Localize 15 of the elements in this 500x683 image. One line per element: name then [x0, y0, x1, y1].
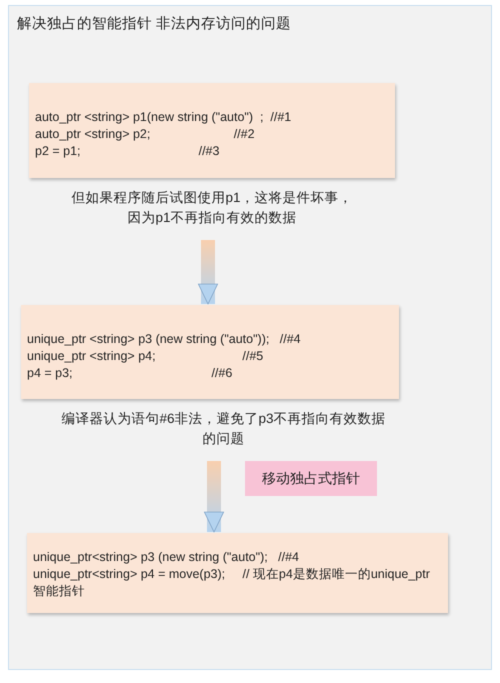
code-line: unique_ptr<string> p3 (new string ("auto"); //#4 — [33, 549, 300, 566]
code-line: unique_ptr <string> p4; //#5 — [27, 348, 264, 365]
node-label: 编译器认为语句#6非法，避免了p3不再指向有效数据的问题 — [60, 410, 387, 448]
title: 解决独占的智能指针 非法内存访问的问题 — [17, 14, 292, 33]
arrow — [204, 460, 224, 532]
code-line: unique_ptr<string> p4 = move(p3); // 现在p4是数据唯一的unique_ptr智能指针 — [33, 566, 430, 600]
node-label: 但如果程序随后试图使用p1，这将是件坏事，因为p1不再指向有效的数据 — [70, 189, 354, 227]
code-line: unique_ptr <string> p3 (new string ("auto")); //#4 — [27, 331, 302, 348]
code-line: auto_ptr <string> p1(new string ("auto") ; //#1 — [35, 109, 292, 126]
panel-background — [8, 5, 492, 670]
code-line: p2 = p1; //#3 — [35, 143, 220, 160]
arrow — [198, 240, 218, 304]
tag-box: 移动独占式指针 — [245, 461, 377, 496]
code-line: p4 = p3; //#6 — [27, 365, 234, 382]
code-line: auto_ptr <string> p2; //#2 — [35, 126, 256, 143]
